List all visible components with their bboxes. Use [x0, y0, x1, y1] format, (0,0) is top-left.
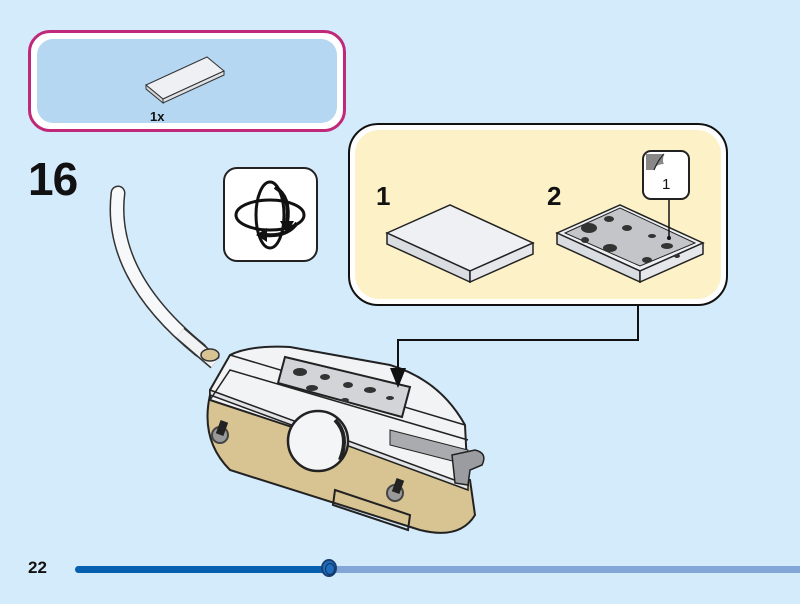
sub-build-callout: 1 2 1	[348, 123, 728, 306]
callout-arrow	[390, 306, 639, 388]
connector-left	[211, 420, 229, 444]
rotate-model-icon	[234, 180, 306, 250]
progress-fill	[75, 566, 329, 573]
sub-step-number-2: 2	[547, 181, 562, 211]
parts-list-box: 1x	[28, 30, 346, 132]
sub-step-number-1: 1	[376, 181, 391, 211]
sub-step-2-printed-tile-image	[555, 198, 705, 284]
sub-step-1-tile-image	[385, 204, 535, 284]
sticker-peel-icon	[646, 153, 665, 171]
page-number: 22	[28, 558, 47, 577]
progress-track	[75, 566, 800, 573]
rotate-model-callout	[223, 167, 318, 262]
connector-right	[386, 478, 405, 502]
tile-part-image	[145, 56, 225, 105]
sub-build-panel: 1 2 1	[355, 130, 721, 299]
sticker-number: 1	[662, 176, 671, 193]
progress-knob[interactable]	[321, 559, 337, 577]
part-quantity: 1x	[150, 109, 165, 124]
parts-list-panel: 1x	[37, 39, 337, 124]
sticker-callout: 1	[642, 150, 690, 200]
model-illustration	[109, 185, 485, 534]
step-number: 16	[28, 153, 78, 205]
